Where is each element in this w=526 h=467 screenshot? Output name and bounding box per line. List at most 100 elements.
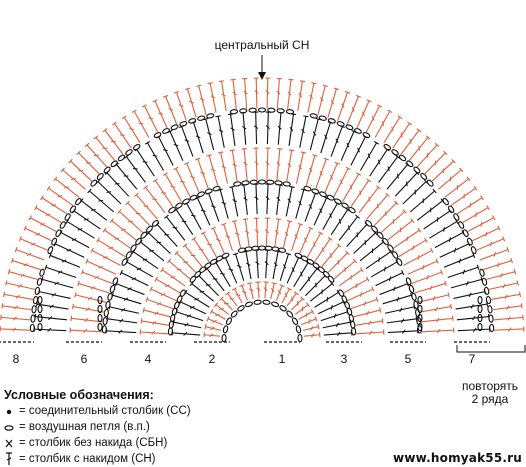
stitch-top-bar bbox=[96, 237, 100, 243]
stitch-top-bar bbox=[140, 318, 143, 324]
stitch-slash bbox=[232, 163, 237, 167]
dc-stitch bbox=[184, 245, 204, 268]
stitch-slash bbox=[309, 167, 313, 173]
chain-oval bbox=[341, 202, 349, 209]
stitch-top-bar bbox=[46, 185, 51, 191]
dc-stitch bbox=[156, 224, 178, 248]
dc-stitch bbox=[320, 245, 340, 268]
stitch-slash bbox=[355, 283, 358, 289]
stitch-slash bbox=[195, 135, 201, 139]
chain-oval bbox=[267, 107, 276, 113]
stitch-top-bar bbox=[434, 142, 440, 148]
dc-stitch bbox=[118, 211, 144, 234]
stitch-top-bar bbox=[76, 150, 81, 156]
dc-stitch bbox=[382, 294, 412, 305]
chain-oval bbox=[285, 109, 295, 115]
dc-stitch bbox=[265, 218, 269, 247]
chain-oval bbox=[334, 198, 342, 205]
stitch-top-bar bbox=[60, 167, 65, 173]
dc-stitch bbox=[207, 318, 224, 326]
dc-stitch bbox=[342, 173, 360, 203]
chain-oval bbox=[257, 179, 267, 185]
chain-oval bbox=[96, 172, 104, 180]
stitch-slash bbox=[448, 237, 451, 243]
chain-oval bbox=[204, 188, 213, 195]
stitch-slash bbox=[454, 247, 457, 253]
stitch-top-bar bbox=[239, 284, 245, 287]
dc-stitch bbox=[185, 291, 210, 308]
dc-stitch bbox=[387, 330, 418, 334]
chain-oval bbox=[221, 333, 227, 343]
chain-oval bbox=[371, 225, 379, 233]
stitch-top-bar bbox=[486, 205, 490, 211]
chain-oval bbox=[97, 313, 103, 323]
stitch-slash bbox=[366, 310, 370, 316]
dc-stitch bbox=[407, 260, 438, 275]
stitch-slash bbox=[356, 232, 359, 238]
dc-stitch bbox=[176, 311, 204, 322]
dc-stitch bbox=[123, 116, 141, 143]
dc-stitch bbox=[41, 197, 68, 215]
stitch-slash bbox=[287, 198, 292, 203]
dc-stitch bbox=[36, 303, 69, 310]
dc-stitch bbox=[290, 223, 301, 251]
dc-stitch bbox=[255, 78, 258, 109]
chain-oval bbox=[109, 284, 116, 293]
stitch-slash bbox=[393, 286, 396, 292]
dc-stitch bbox=[8, 271, 39, 281]
stitch-slash bbox=[211, 205, 216, 208]
chain-oval bbox=[413, 166, 421, 174]
chain-oval bbox=[253, 299, 262, 305]
stitch-slash bbox=[85, 307, 90, 312]
stitch-slash bbox=[237, 265, 242, 268]
stitch-slash bbox=[264, 229, 270, 234]
chain-oval bbox=[257, 107, 267, 113]
stitch-slash bbox=[443, 226, 445, 232]
dc-stitch bbox=[55, 178, 80, 198]
stitch-slash bbox=[216, 238, 221, 242]
dc-stitch bbox=[282, 221, 291, 249]
stitch-top-bar bbox=[163, 94, 169, 98]
dc-stitch bbox=[164, 173, 182, 203]
chain-oval bbox=[229, 109, 239, 115]
stitch-top-bar bbox=[381, 318, 384, 324]
stitch-slash bbox=[400, 132, 403, 138]
stitch-slash bbox=[377, 159, 381, 165]
stitch-slash bbox=[254, 229, 260, 233]
dc-stitch bbox=[186, 163, 200, 194]
chain-oval bbox=[297, 333, 303, 343]
dc-stitch bbox=[150, 288, 177, 302]
dc-stitch bbox=[95, 137, 116, 161]
dc-stitch bbox=[310, 283, 333, 302]
dc-stitch bbox=[350, 298, 378, 310]
dc-stitch bbox=[186, 203, 202, 230]
dc-stitch bbox=[429, 221, 458, 239]
chain-oval bbox=[125, 251, 132, 259]
chain-oval bbox=[107, 292, 113, 301]
chain-oval bbox=[489, 323, 495, 333]
chain-oval bbox=[411, 292, 417, 301]
dot-icon bbox=[4, 404, 16, 418]
chain-oval bbox=[105, 300, 111, 309]
stitch-top-bar bbox=[40, 195, 44, 201]
stitch-slash bbox=[291, 267, 295, 272]
stitch-slash bbox=[489, 241, 492, 247]
dc-stitch bbox=[276, 148, 281, 181]
chain-oval bbox=[262, 299, 271, 305]
dc-stitch bbox=[369, 149, 388, 177]
dc-stitch bbox=[485, 271, 516, 281]
chain-oval bbox=[233, 181, 242, 187]
stitch-top-bar bbox=[232, 252, 239, 256]
stitch-slash bbox=[64, 186, 69, 189]
dc-stitch bbox=[0, 316, 31, 321]
dc-stitch bbox=[323, 332, 352, 336]
chain-oval bbox=[396, 258, 403, 266]
stitch-top-bar bbox=[218, 80, 225, 83]
stitch-slash bbox=[368, 320, 372, 326]
dc-stitch bbox=[181, 126, 194, 157]
stitch-top-bar bbox=[416, 128, 422, 133]
stitch-slash bbox=[228, 268, 234, 271]
chain-oval bbox=[248, 107, 257, 113]
stitch-slash bbox=[418, 145, 421, 151]
dc-stitch bbox=[379, 283, 408, 296]
